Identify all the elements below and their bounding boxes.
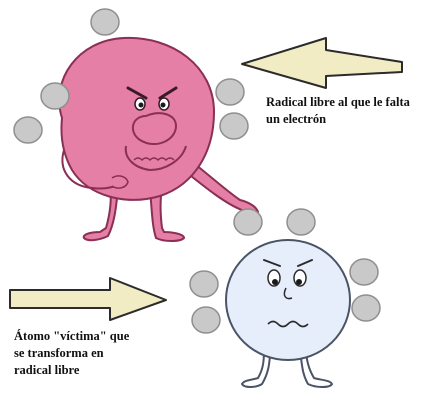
radical-chin: [124, 145, 187, 172]
electron: [349, 258, 379, 286]
stolen-electron: [233, 208, 263, 236]
radical-left-leg: [82, 184, 120, 242]
victim-pupil-left: [272, 279, 278, 285]
arrow-to-victim: [9, 277, 167, 321]
victim-caption-line: radical libre: [14, 363, 80, 377]
radical-pupil-right: [160, 102, 166, 108]
radical-caption-line: un electrón: [266, 112, 327, 126]
victim-right-leg: [299, 347, 334, 388]
radical-eyebrow-right: [158, 86, 178, 100]
victim-body: [225, 239, 351, 361]
victim-eyebrow-left: [263, 259, 281, 267]
radical-electrons: [13, 8, 263, 236]
electron: [219, 112, 249, 140]
radical-hand: [111, 175, 129, 189]
radical-caption: Radical libre al que le falta un electró…: [266, 94, 410, 128]
radical-caption-line: Radical libre al que le falta: [266, 95, 410, 109]
victim-pupil-right: [296, 279, 302, 285]
electron: [286, 208, 316, 236]
electron: [351, 294, 381, 322]
victim-caption: Átomo "víctima" que se transforma en rad…: [14, 328, 129, 379]
electron: [40, 82, 70, 110]
victim-electrons: [189, 208, 381, 334]
electron: [189, 270, 219, 298]
victim-character: [225, 239, 351, 388]
victim-caption-line: Átomo "víctima" que: [14, 329, 130, 343]
electron: [215, 78, 245, 106]
victim-mouth: [267, 320, 309, 328]
radical-character: [58, 36, 260, 242]
victim-nose: [283, 287, 293, 300]
victim-left-leg: [240, 347, 271, 388]
electron: [13, 116, 43, 144]
radical-right-leg: [148, 186, 186, 242]
radical-eyebrow-left: [126, 86, 148, 100]
victim-caption-line: se transforma en: [14, 346, 104, 360]
radical-nose: [131, 112, 178, 145]
arrow-to-radical: [241, 37, 403, 89]
electron: [90, 8, 120, 36]
radical-chin-wrinkles: [133, 157, 175, 162]
victim-eyebrow-right: [297, 259, 313, 267]
electron: [191, 306, 221, 334]
radical-pupil-left: [138, 102, 144, 108]
